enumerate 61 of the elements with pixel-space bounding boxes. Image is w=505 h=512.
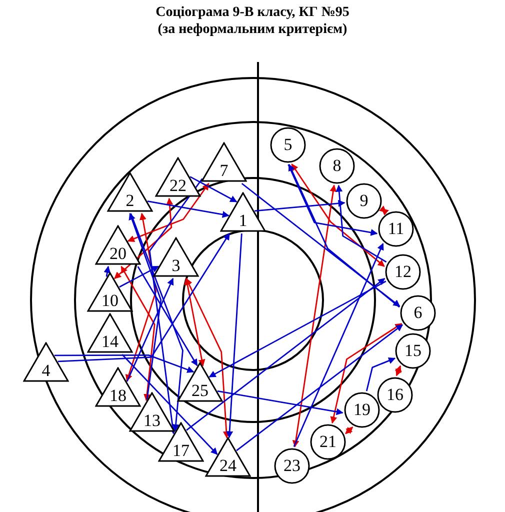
circle-node: 8 — [319, 148, 355, 184]
triangle-node: 24 — [205, 437, 251, 477]
arrow — [130, 213, 184, 432]
arrow — [127, 182, 210, 242]
arrow — [378, 205, 389, 216]
arrow — [125, 212, 157, 382]
arrow — [190, 176, 238, 202]
triangle-node: 2 — [107, 172, 153, 212]
triangle-node: 7 — [201, 142, 247, 182]
triangle-node: 14 — [87, 313, 133, 353]
triangle-node: 1 — [220, 192, 266, 232]
arrow — [288, 164, 378, 236]
triangle-node: 18 — [95, 367, 141, 407]
arrow — [186, 278, 230, 438]
arrow — [291, 164, 385, 267]
arrow — [104, 266, 111, 277]
triangle-node: 25 — [177, 362, 223, 402]
circle-node: 19 — [344, 392, 380, 428]
triangle-node: 13 — [129, 392, 175, 432]
arrow — [126, 278, 174, 382]
triangle-node: 20 — [95, 225, 141, 265]
triangle-node: 3 — [153, 237, 199, 277]
arrow — [345, 426, 354, 434]
arrow — [366, 357, 396, 392]
arrow — [288, 164, 400, 308]
circle-node: 9 — [346, 183, 382, 219]
triangle-node: 10 — [87, 272, 133, 312]
arrow — [236, 324, 404, 452]
circle-node: 16 — [377, 377, 413, 413]
arrow — [114, 198, 174, 280]
arrow — [147, 200, 230, 218]
circle-node: 12 — [385, 254, 421, 290]
arrow — [330, 323, 402, 424]
arrow — [120, 266, 156, 402]
title: Соціограма 9-В класу, КГ №95 (за неформальним критерієм) — [154, 4, 350, 38]
arrow — [54, 354, 194, 373]
circle-node: 21 — [310, 424, 346, 460]
arrow — [292, 184, 337, 448]
arrow — [336, 184, 387, 263]
triangle-node: 22 — [155, 157, 201, 197]
arrow — [186, 278, 386, 431]
arrow — [208, 280, 386, 378]
arrow — [128, 212, 162, 400]
circle-node: 6 — [400, 295, 436, 331]
arrow — [394, 365, 402, 376]
circle-node: 11 — [378, 211, 414, 247]
circle-node: 15 — [395, 333, 431, 369]
arrow — [119, 266, 160, 288]
arrow — [217, 390, 344, 416]
arrow — [293, 242, 384, 447]
arrow — [148, 178, 203, 434]
arrow — [137, 266, 198, 366]
circle-node: 5 — [270, 127, 306, 163]
circle-node: 23 — [274, 448, 310, 484]
triangle-node: 4 — [23, 342, 69, 382]
arrow — [226, 233, 242, 438]
arrow — [254, 200, 346, 212]
arrow — [58, 232, 230, 362]
arrow — [122, 354, 218, 455]
arrow — [241, 182, 400, 307]
arrow — [184, 278, 206, 366]
